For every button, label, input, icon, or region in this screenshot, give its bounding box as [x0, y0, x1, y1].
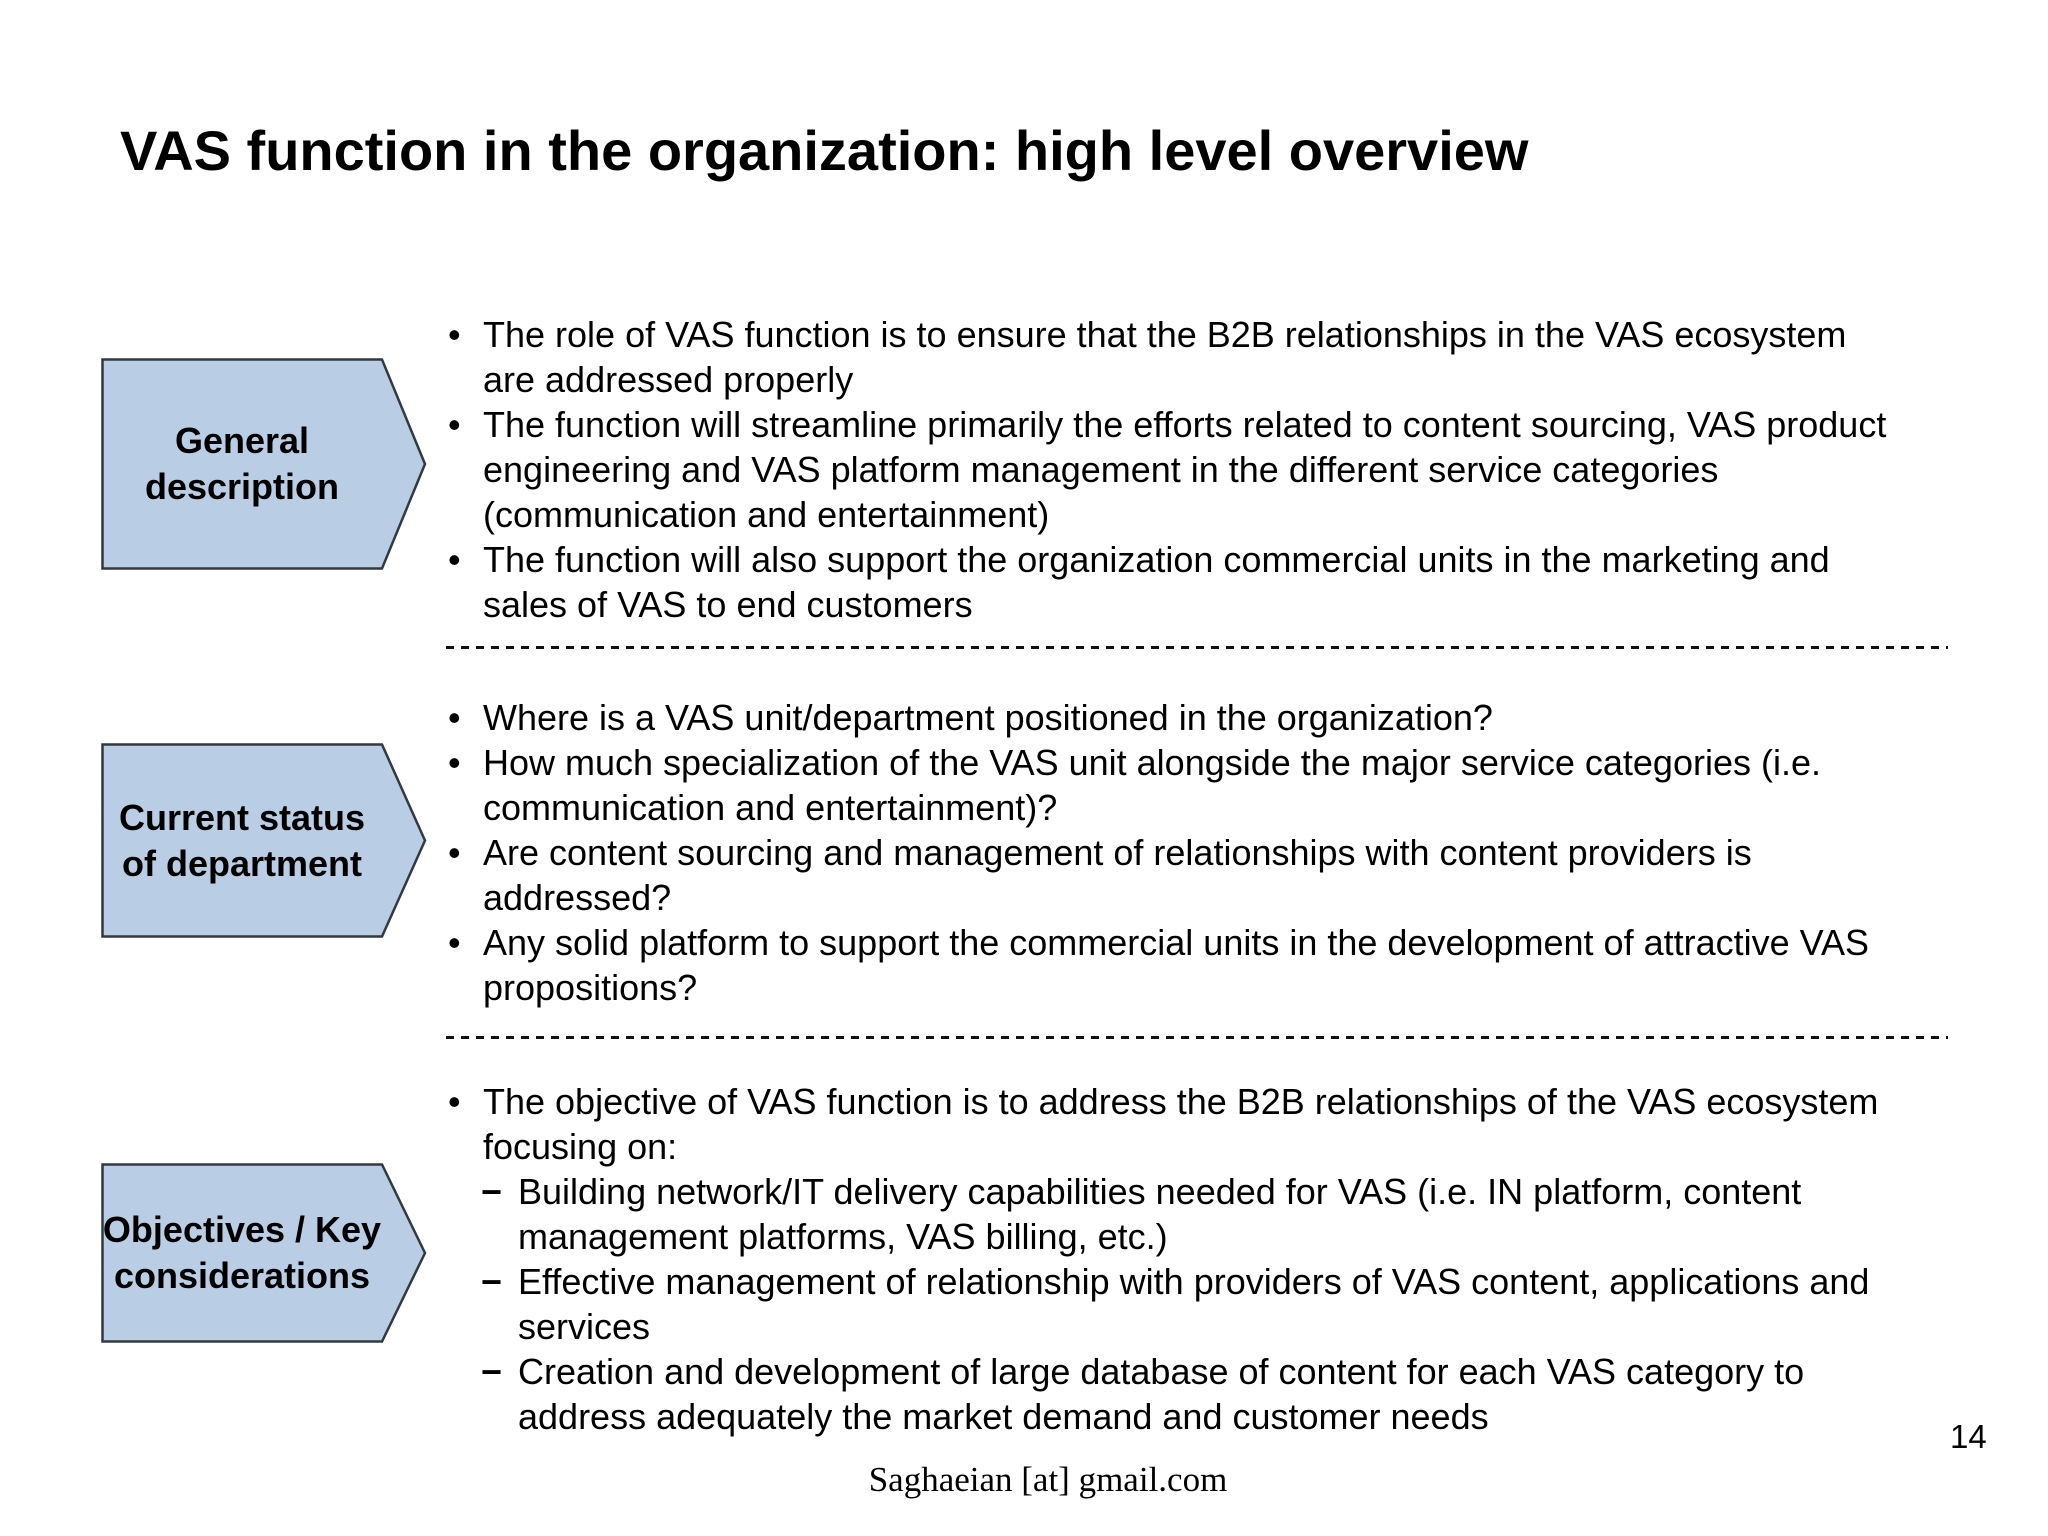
bullet-text: Building network/IT delivery capabilitie…	[518, 1171, 1802, 1257]
bullet-text: Effective management of relationship wit…	[518, 1261, 1870, 1347]
dash-marker: −	[481, 1261, 503, 1302]
arrow-pentagon-icon	[101, 358, 427, 570]
slide-title: VAS function in the organization: high l…	[120, 119, 1529, 182]
bullet-item: • Any solid platform to support the comm…	[448, 920, 1958, 1010]
arrow-shape-objectives: Objectives / Key considerations	[101, 1163, 427, 1343]
bullet-marker: •	[448, 922, 461, 963]
arrow-pentagon-icon	[101, 743, 427, 938]
arrow-label-current-status: Current status of department	[118, 796, 366, 884]
bullet-text: The role of VAS function is to ensure th…	[483, 314, 1847, 400]
arrow-shape-general-description: General description	[101, 358, 427, 570]
bullet-item: • Are content sourcing and management of…	[448, 830, 1958, 920]
arrow-pentagon-icon	[101, 1163, 427, 1343]
bullet-marker: •	[448, 742, 461, 783]
bullet-marker: •	[448, 1081, 461, 1122]
bullet-item: • The function will streamline primarily…	[448, 402, 1958, 537]
arrow-label-general-description: General description	[144, 420, 340, 507]
dash-marker: −	[481, 1171, 503, 1212]
bullet-marker: •	[448, 539, 461, 580]
bullet-marker: •	[448, 404, 461, 445]
section-objectives-bullets: • The objective of VAS function is to ad…	[448, 1079, 1958, 1439]
bullet-text: Where is a VAS unit/department positione…	[483, 697, 1493, 738]
bullet-text: How much specialization of the VAS unit …	[483, 742, 1821, 828]
bullet-item: • The role of VAS function is to ensure …	[448, 312, 1958, 402]
arrow-shape-current-status: Current status of department	[101, 743, 427, 938]
bullet-item: • Where is a VAS unit/department positio…	[448, 695, 1958, 740]
bullet-item: • The function will also support the org…	[448, 537, 1958, 627]
bullet-text: The function will streamline primarily t…	[483, 404, 1887, 535]
page-number: 14	[1950, 1418, 1987, 1455]
arrow-label-objectives: Objectives / Key considerations	[102, 1209, 382, 1296]
bullet-text: The function will also support the organ…	[483, 539, 1830, 625]
dashed-divider	[446, 1036, 1948, 1039]
section-general-description-bullets: • The role of VAS function is to ensure …	[448, 312, 1958, 627]
bullet-marker: •	[448, 832, 461, 873]
bullet-item: • The objective of VAS function is to ad…	[448, 1079, 1958, 1169]
sub-bullet-item: − Building network/IT delivery capabilit…	[481, 1169, 1958, 1259]
bullet-item: • How much specialization of the VAS uni…	[448, 740, 1958, 830]
bullet-marker: •	[448, 697, 461, 738]
footer-email: Saghaeian [at] gmail.com	[868, 1460, 1228, 1499]
bullet-marker: •	[448, 314, 461, 355]
bullet-text: Are content sourcing and management of r…	[483, 832, 1752, 918]
sub-bullet-item: − Effective management of relationship w…	[481, 1259, 1958, 1349]
dashed-divider	[446, 646, 1948, 649]
bullet-text: Any solid platform to support the commer…	[483, 922, 1869, 1008]
sub-bullet-item: − Creation and development of large data…	[481, 1349, 1958, 1439]
section-current-status-bullets: • Where is a VAS unit/department positio…	[448, 695, 1958, 1010]
dash-marker: −	[481, 1351, 503, 1392]
bullet-text: Creation and development of large databa…	[518, 1351, 1805, 1437]
bullet-text: The objective of VAS function is to addr…	[483, 1081, 1879, 1167]
